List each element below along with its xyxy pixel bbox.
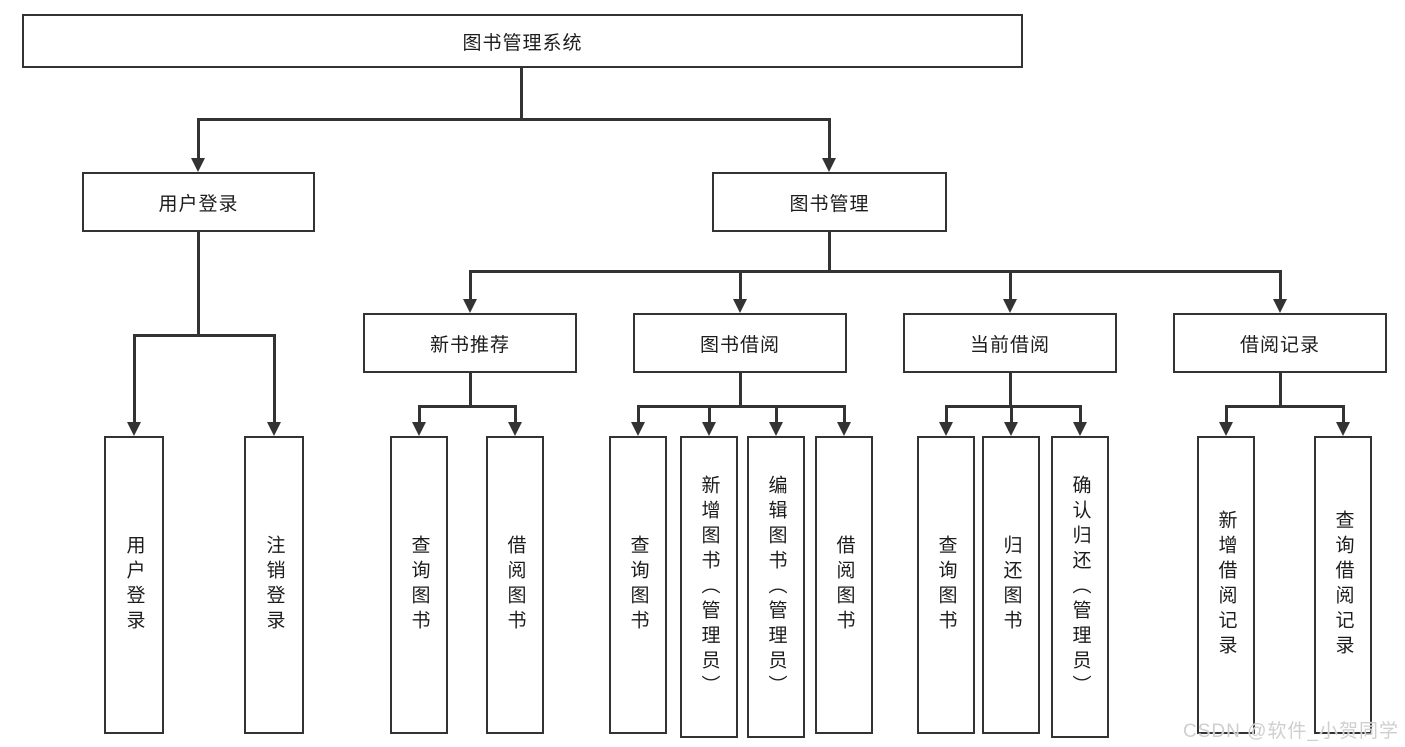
connector-vline (636, 404, 640, 424)
connector-vline (272, 333, 276, 424)
connector-vline (1224, 404, 1228, 424)
arrowhead-icon (267, 422, 281, 436)
arrowhead-icon (837, 422, 851, 436)
leaf-query-borrow-record: 查询借阅记录 (1314, 436, 1372, 734)
leaf-label: 借阅图书 (504, 535, 526, 635)
csdn-watermark: CSDN @软件_小贺同学 (1183, 721, 1399, 742)
connector-hline (134, 333, 275, 337)
connector-vline (1008, 373, 1012, 406)
arrowhead-icon (463, 299, 477, 313)
connector-vline (1008, 269, 1012, 301)
leaf-add-borrow-record: 新增借阅记录 (1197, 436, 1255, 734)
connector-vline (1009, 404, 1013, 424)
connector-hline (638, 404, 845, 408)
leaf-label: 归还图书 (1000, 535, 1022, 635)
leaf-add-book-admin: 新增图书（管理员） (680, 436, 738, 738)
connector-hline (1226, 404, 1345, 408)
arrowhead-icon (1219, 422, 1233, 436)
connector-vline (468, 373, 472, 406)
arrowhead-icon (939, 422, 953, 436)
leaf-label: 新增借阅记录 (1215, 510, 1237, 660)
node-current-borrow: 当前借阅 (903, 313, 1117, 373)
arrowhead-icon (412, 422, 426, 436)
connector-vline (132, 333, 136, 424)
node-label: 图书借阅 (699, 334, 780, 356)
connector-vline (827, 117, 831, 160)
arrowhead-icon (733, 299, 747, 313)
leaf-label: 确认归还（管理员） (1069, 474, 1091, 700)
connector-vline (1278, 373, 1282, 406)
leaf-label: 用户登录 (123, 535, 145, 635)
node-label: 用户登录 (158, 193, 239, 215)
arrowhead-icon (1336, 422, 1350, 436)
connector-vline (196, 232, 200, 335)
leaf-query-book-3: 查询图书 (917, 436, 975, 734)
connector-vline (417, 404, 421, 424)
connector-vline (738, 269, 742, 301)
leaf-label: 编辑图书（管理员） (765, 474, 787, 700)
connector-vline (513, 404, 517, 424)
leaf-label: 查询图书 (935, 535, 957, 635)
connector-vline (738, 373, 742, 406)
connector-vline (1078, 404, 1082, 424)
arrowhead-icon (822, 158, 836, 172)
arrowhead-icon (1003, 299, 1017, 313)
connector-vline (196, 117, 200, 160)
arrowhead-icon (127, 422, 141, 436)
connector-hline (470, 269, 1281, 273)
arrowhead-icon (769, 422, 783, 436)
connector-vline (1341, 404, 1345, 424)
leaf-confirm-return-admin: 确认归还（管理员） (1051, 436, 1109, 738)
node-library-system: 图书管理系统 (22, 14, 1023, 68)
connector-hline (197, 117, 831, 121)
connector-hline (946, 404, 1081, 408)
node-label: 新书推荐 (429, 334, 510, 356)
node-user-login: 用户登录 (82, 172, 315, 232)
node-book-borrow: 图书借阅 (633, 313, 847, 373)
node-label: 当前借阅 (969, 334, 1050, 356)
leaf-borrow-book-1: 借阅图书 (486, 436, 544, 734)
node-book-management: 图书管理 (712, 172, 947, 232)
leaf-label: 新增图书（管理员） (698, 474, 720, 700)
connector-vline (842, 404, 846, 424)
arrowhead-icon (1004, 422, 1018, 436)
leaf-label: 查询借阅记录 (1332, 510, 1354, 660)
leaf-query-book-1: 查询图书 (390, 436, 448, 734)
leaf-query-book-2: 查询图书 (609, 436, 667, 734)
node-label: 图书管理 (789, 193, 870, 215)
leaf-return-book: 归还图书 (982, 436, 1040, 734)
arrowhead-icon (191, 158, 205, 172)
arrowhead-icon (631, 422, 645, 436)
node-borrow-records: 借阅记录 (1173, 313, 1387, 373)
connector-vline (468, 269, 472, 301)
leaf-borrow-book-2: 借阅图书 (815, 436, 873, 734)
connector-vline (827, 232, 831, 271)
leaf-label: 查询图书 (408, 535, 430, 635)
connector-vline (774, 404, 778, 424)
leaf-logout: 注销登录 (244, 436, 304, 734)
leaf-user-login: 用户登录 (104, 436, 164, 734)
connector-vline (1278, 269, 1282, 301)
node-label: 借阅记录 (1239, 334, 1320, 356)
arrowhead-icon (1273, 299, 1287, 313)
connector-vline (519, 68, 523, 119)
leaf-label: 注销登录 (263, 535, 285, 635)
leaf-edit-book-admin: 编辑图书（管理员） (747, 436, 805, 738)
leaf-label: 查询图书 (627, 535, 649, 635)
connector-vline (944, 404, 948, 424)
leaf-label: 借阅图书 (833, 535, 855, 635)
arrowhead-icon (702, 422, 716, 436)
connector-vline (707, 404, 711, 424)
node-label: 图书管理系统 (462, 32, 583, 54)
arrowhead-icon (508, 422, 522, 436)
arrowhead-icon (1073, 422, 1087, 436)
connector-hline (419, 404, 516, 408)
node-new-book-recommend: 新书推荐 (363, 313, 577, 373)
